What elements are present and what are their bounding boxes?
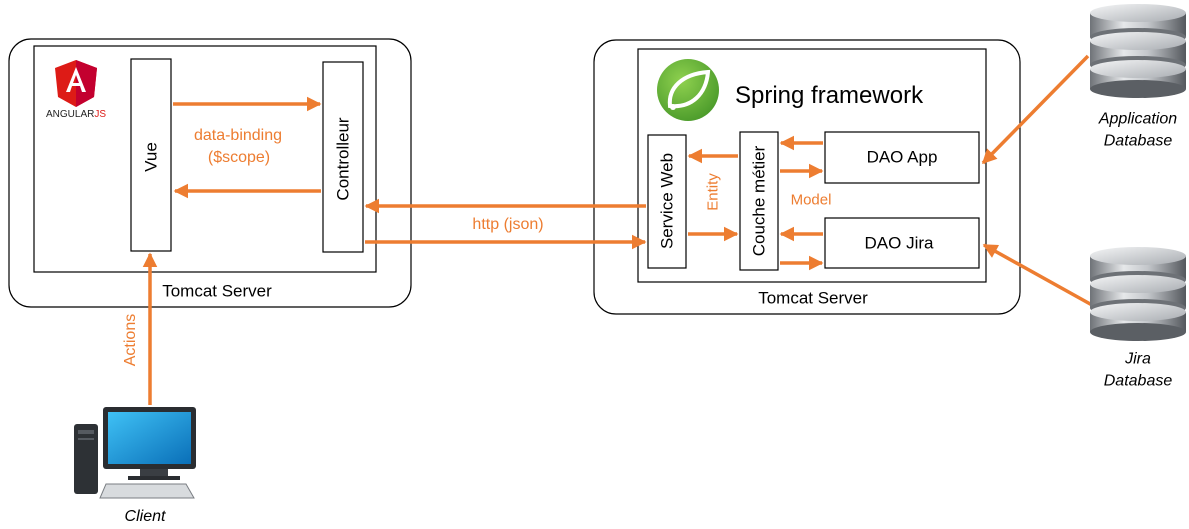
vue-box — [130, 58, 172, 252]
dao-jira-label: DAO Jira — [864, 233, 934, 253]
model-label: Model — [790, 191, 832, 209]
client-computer-icon — [74, 407, 196, 499]
dao-app-box — [824, 131, 980, 184]
angularjs-logo-text-main: ANGULAR — [46, 109, 95, 120]
right-tomcat-label: Tomcat Server — [758, 288, 868, 308]
right-tomcat-server-frame — [593, 39, 1021, 315]
arrow-appdb-to-dao-app — [981, 54, 1090, 165]
angularjs-logo-text: ANGULARJS — [46, 110, 106, 120]
data-binding-label: data-binding — [193, 127, 283, 144]
left-tomcat-server-frame — [8, 38, 412, 308]
scope-label: ($scope) — [207, 149, 271, 166]
vue-label: Vue — [141, 142, 161, 172]
spring-logo-icon — [657, 59, 719, 121]
spring-framework-title: Spring framework — [735, 82, 924, 109]
service-web-box — [647, 134, 687, 269]
arrow-jiradb-to-dao-jira — [982, 243, 1093, 307]
angularjs-logo-icon — [55, 60, 97, 107]
jira-database-icon — [1090, 247, 1186, 341]
controller-box — [322, 61, 364, 253]
dao-app-label: DAO App — [866, 147, 938, 167]
controller-label: Controlleur — [333, 117, 353, 201]
entity-label: Entity — [704, 173, 722, 211]
actions-label: Actions — [122, 313, 139, 367]
service-web-label: Service Web — [657, 152, 677, 250]
jira-database-label: Jira Database — [1103, 350, 1173, 389]
left-tomcat-label: Tomcat Server — [162, 281, 272, 301]
application-database-icon — [1090, 4, 1186, 98]
angularjs-logo-text-accent: JS — [94, 109, 107, 120]
dao-jira-box — [824, 217, 980, 269]
http-json-label: http (json) — [472, 216, 544, 233]
client-label: Client — [124, 508, 166, 525]
application-database-label: Application Database — [1098, 110, 1178, 149]
couche-metier-box — [739, 131, 779, 271]
couche-metier-label: Couche métier — [749, 145, 769, 257]
